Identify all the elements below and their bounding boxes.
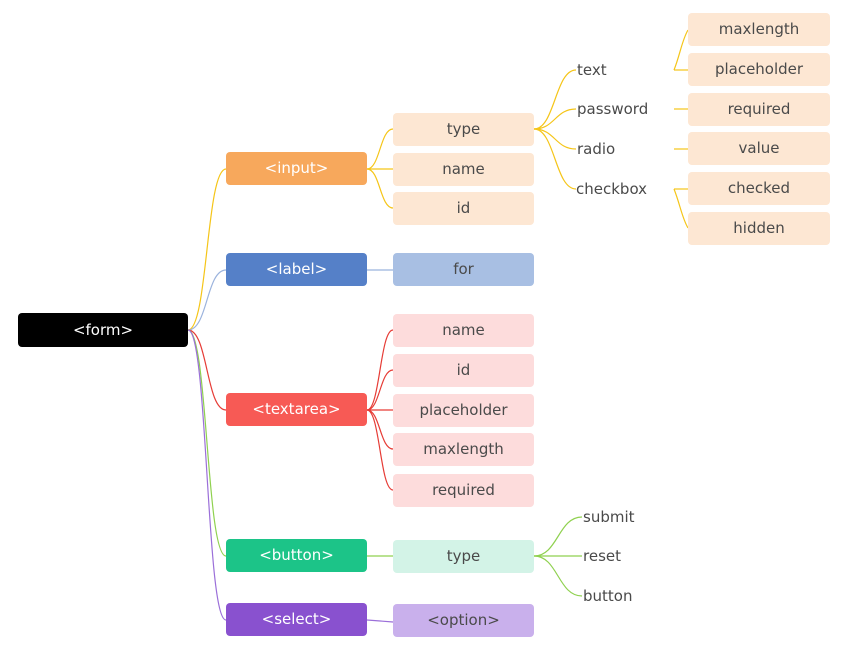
textarea-node[interactable]: <textarea> <box>226 393 367 426</box>
type-value-checkbox[interactable]: checkbox <box>576 180 648 198</box>
link-checkbox-hidden <box>673 188 689 229</box>
input-extra-checked[interactable]: checked <box>688 172 830 205</box>
link-type-password <box>533 108 577 130</box>
link-select-option <box>366 619 394 623</box>
link-type-text <box>533 69 577 130</box>
textarea-attr-id[interactable]: id <box>393 354 534 387</box>
input-attr-id[interactable]: id <box>393 192 534 225</box>
link-text-maxlength <box>673 29 689 71</box>
link-btype-button <box>533 555 583 597</box>
link-form-input <box>187 168 227 331</box>
select-child-option[interactable]: <option> <box>393 604 534 637</box>
input-node[interactable]: <input> <box>226 152 367 185</box>
link-form-select <box>187 329 227 621</box>
label-node[interactable]: <label> <box>226 253 367 286</box>
input-extra-maxlength[interactable]: maxlength <box>688 13 830 46</box>
link-type-radio <box>533 128 577 150</box>
label-attr-for[interactable]: for <box>393 253 534 286</box>
type-value-radio[interactable]: radio <box>577 140 616 158</box>
link-form-button <box>187 329 227 557</box>
textarea-attr-placeholder[interactable]: placeholder <box>393 394 534 427</box>
input-attr-name[interactable]: name <box>393 153 534 186</box>
button-type-submit[interactable]: submit <box>583 508 635 526</box>
link-form-textarea <box>187 329 227 411</box>
form-root-node[interactable]: <form> <box>18 313 188 347</box>
input-extra-hidden[interactable]: hidden <box>688 212 830 245</box>
input-attr-type[interactable]: type <box>393 113 534 146</box>
button-node[interactable]: <button> <box>226 539 367 572</box>
link-textarea-required <box>366 409 394 491</box>
link-textarea-id <box>366 369 394 411</box>
button-type-reset[interactable]: reset <box>583 547 621 565</box>
type-value-text[interactable]: text <box>577 61 607 79</box>
button-type-button[interactable]: button <box>583 587 633 605</box>
select-node[interactable]: <select> <box>226 603 367 636</box>
link-textarea-maxlength <box>366 409 394 450</box>
textarea-attr-required[interactable]: required <box>393 474 534 507</box>
input-extra-required[interactable]: required <box>688 93 830 126</box>
textarea-attr-maxlength[interactable]: maxlength <box>393 433 534 466</box>
link-type-checkbox <box>533 128 577 190</box>
link-textarea-name <box>366 329 394 411</box>
link-btype-submit <box>533 516 583 557</box>
link-input-id <box>366 168 394 209</box>
link-input-type <box>366 128 394 170</box>
link-form-label <box>187 269 227 331</box>
input-extra-placeholder[interactable]: placeholder <box>688 53 830 86</box>
button-attr-type[interactable]: type <box>393 540 534 573</box>
textarea-attr-name[interactable]: name <box>393 314 534 347</box>
type-value-password[interactable]: password <box>577 100 649 118</box>
input-extra-value[interactable]: value <box>688 132 830 165</box>
